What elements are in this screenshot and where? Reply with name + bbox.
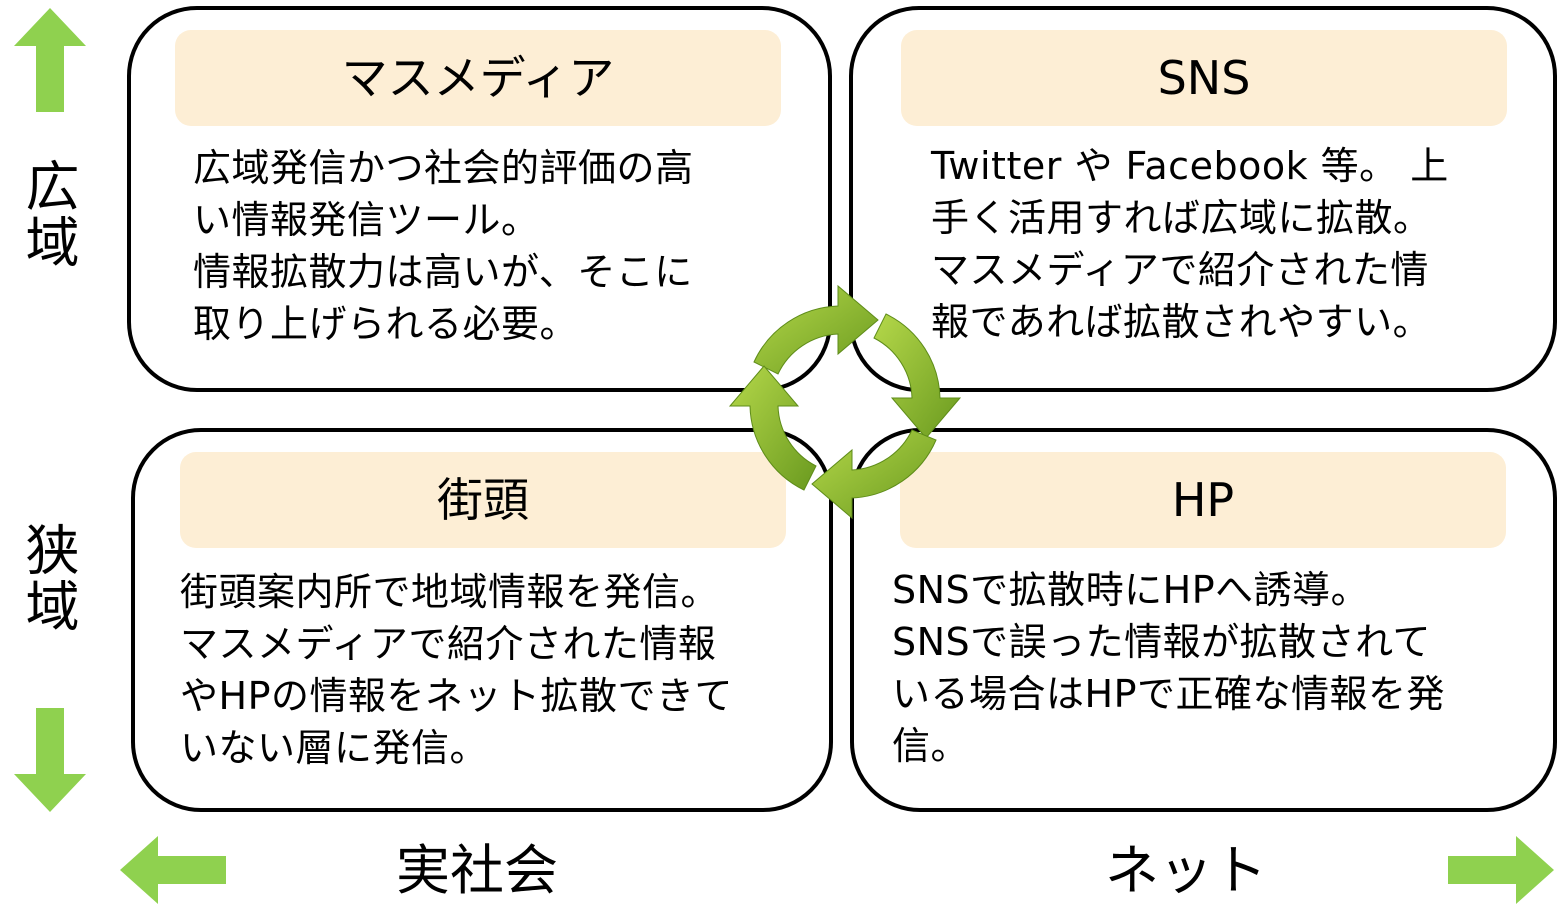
quadrant-description: 広域発信かつ社会的評価の高 い情報発信ツール。 情報拡散力は高いが、そこに 取り…	[193, 146, 694, 346]
arrow-left-icon	[120, 836, 226, 904]
quadrant-mass-media: マスメディア 広域発信かつ社会的評価の高 い情報発信ツール。 情報拡散力は高いが…	[127, 6, 832, 392]
axis-label-narrow: 狭域	[16, 522, 79, 634]
axis-label-real-world: 実社会	[396, 839, 558, 902]
cycle-arrows-icon	[700, 262, 990, 542]
quadrant-sns: SNS Twitter や Facebook 等。 上 手く活用すれば広域に拡散…	[849, 6, 1557, 392]
quadrant-street: 街頭 街頭案内所で地域情報を発信。 マスメディアで紹介された情報 やHPの情報を…	[131, 428, 833, 812]
axis-label-wide: 広域	[16, 158, 79, 270]
arrow-right-icon	[1448, 836, 1554, 904]
quadrant-description: 街頭案内所で地域情報を発信。 マスメディアで紹介された情報 やHPの情報をネット…	[180, 570, 733, 770]
quadrant-title: 街頭	[180, 452, 786, 548]
quadrant-hp: HP SNSで拡散時にHPへ誘導。 SNSで誤った情報が拡散されて いる場合はH…	[850, 428, 1557, 812]
arrow-down-icon	[14, 708, 86, 812]
arrow-up-icon	[14, 8, 86, 112]
axis-label-net: ネット	[1105, 839, 1267, 902]
quadrant-description: Twitter や Facebook 等。 上 手く活用すれば広域に拡散。 マス…	[931, 144, 1449, 344]
quadrant-title: マスメディア	[175, 30, 781, 126]
quadrant-description: SNSで拡散時にHPへ誘導。 SNSで誤った情報が拡散されて いる場合はHPで正…	[892, 568, 1445, 768]
quadrant-title: HP	[900, 452, 1506, 548]
quadrant-title: SNS	[901, 30, 1507, 126]
